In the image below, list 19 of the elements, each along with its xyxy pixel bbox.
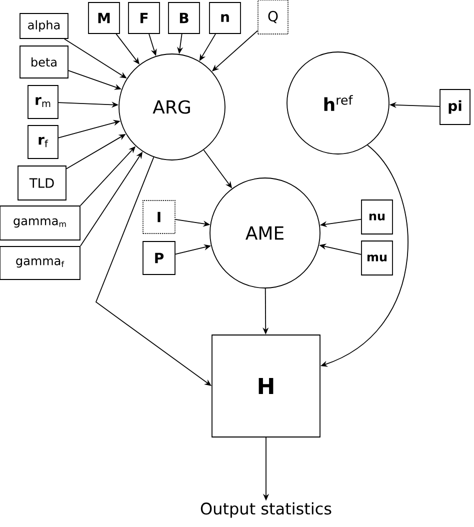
parameter-box: Q [258, 0, 288, 34]
parameter-box: P [142, 241, 176, 275]
parameter-box: nu [361, 200, 393, 234]
result-box: H [212, 334, 320, 438]
parameter-box: gamma$_{m}$ [0, 206, 80, 240]
parameter-box: mu [361, 240, 393, 276]
parameter-box: gamma$_{f}$ [0, 246, 80, 280]
parameter-box: beta [20, 46, 68, 78]
parameter-box: alpha [20, 13, 68, 39]
parameter-box: M [88, 2, 120, 34]
parameter-box: r$_{m}$ [28, 85, 58, 119]
parameter-box: pi [440, 89, 470, 125]
output-label: Output statistics [200, 502, 332, 518]
parameter-box: F [128, 2, 160, 34]
parameter-box: n [209, 2, 241, 34]
parameter-box: r$_{f}$ [28, 125, 58, 159]
parameter-box: TLD [18, 166, 66, 200]
parameter-box: B [168, 2, 200, 34]
parameter-box: I [142, 200, 176, 234]
